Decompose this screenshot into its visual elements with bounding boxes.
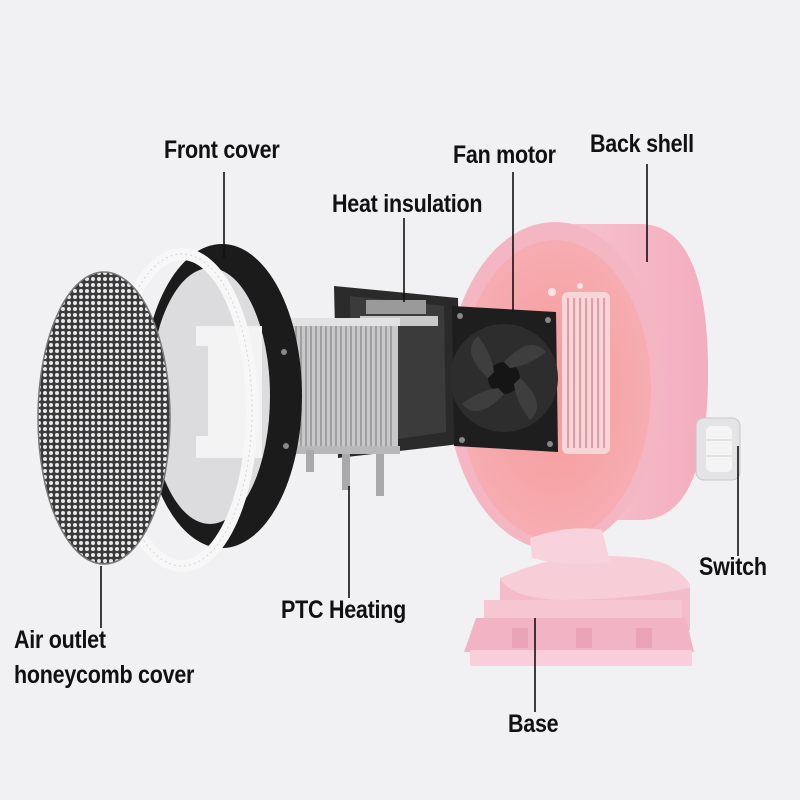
label-ptc-heating: PTC Heating [281,596,406,624]
switch-part [695,417,741,481]
ptc-heating-part [290,318,400,496]
label-base: Base [508,710,559,738]
label-back-shell: Back shell [590,130,694,158]
label-fan-motor: Fan motor [453,141,556,169]
label-switch: Switch [699,553,767,581]
leader-lines [100,164,739,712]
honeycomb-cover-part [37,271,171,565]
label-front-cover: Front cover [164,136,280,164]
label-heat-insulation: Heat insulation [332,190,483,218]
label-air-outlet-line2: honeycomb cover [14,661,195,689]
back-grille [562,292,610,454]
base-part [464,528,694,666]
fan-motor-part [450,306,558,452]
label-air-outlet-line1: Air outlet [14,626,106,654]
